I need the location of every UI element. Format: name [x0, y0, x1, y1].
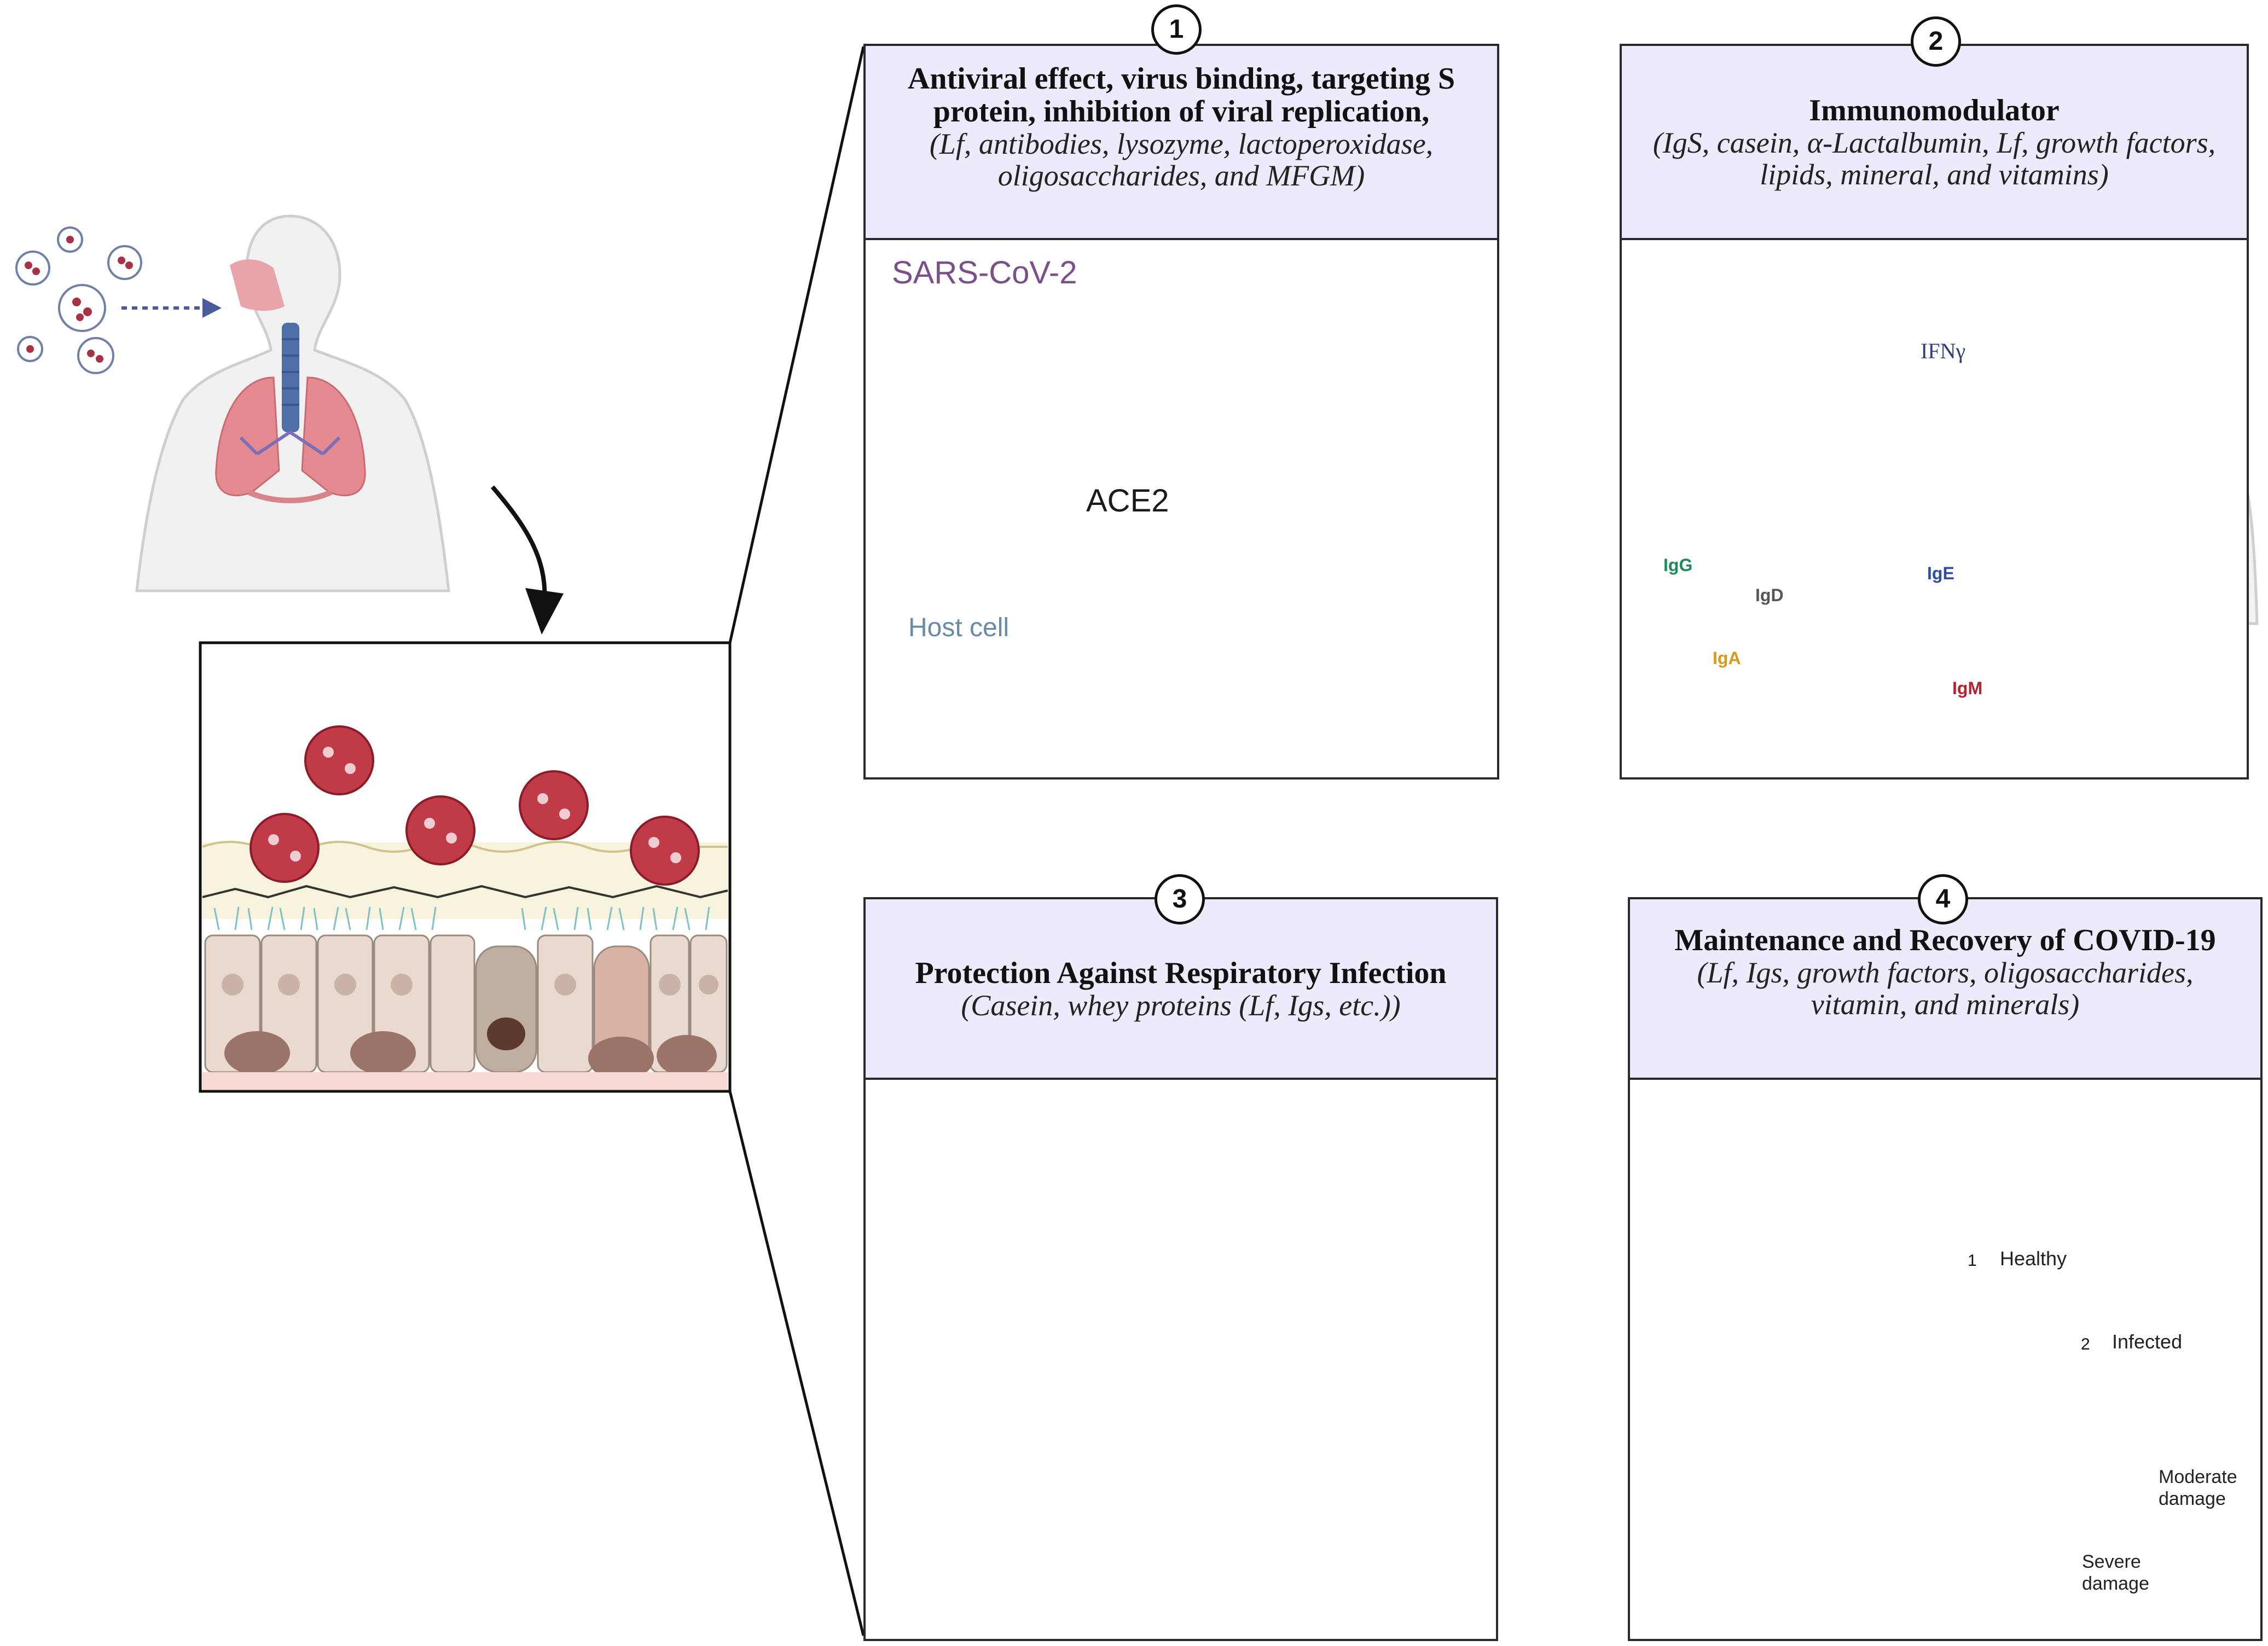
panel-1-number-badge: 1 — [1151, 4, 1202, 55]
droplet-icons — [15, 226, 142, 374]
panel-2-number-badge: 2 — [1911, 16, 1961, 67]
arrow-to-tissue — [490, 485, 547, 602]
panel-2-title: Immunomodulator — [1809, 94, 2060, 127]
panel-4-title: Maintenance and Recovery of COVID-19 — [1674, 923, 2216, 957]
inhalation-figure — [15, 214, 450, 592]
panel-3-header: Protection Against Respiratory Infection… — [866, 899, 1496, 1080]
igd-label: IgD — [1755, 585, 1784, 605]
panel-1-header: Antiviral effect, virus binding, targeti… — [866, 46, 1497, 240]
virus-particles — [250, 725, 700, 886]
stage-2-number: 2 — [2081, 1335, 2090, 1353]
stage-2-label: Infected — [2112, 1330, 2183, 1353]
ifn-gamma-label: IFNγ — [1921, 339, 1966, 363]
stage-4-label: Severe damage — [2082, 1551, 2149, 1594]
panel-4-header: Maintenance and Recovery of COVID-19 (Lf… — [1630, 899, 2260, 1080]
stage-3-number: 3 — [2129, 1481, 2138, 1499]
iga-label: IgA — [1713, 648, 1741, 668]
panel-4-number-badge: 4 — [1918, 874, 1968, 924]
stage-1-number: 1 — [1968, 1252, 1977, 1270]
panel-3-number-badge: 3 — [1155, 874, 1205, 924]
ace2-label: ACE2 — [1086, 483, 1169, 519]
airway-epithelium-illustration — [199, 641, 732, 1093]
panel-2-header: Immunomodulator (IgS, casein, α-Lactalbu… — [1622, 46, 2247, 240]
ige-label: IgE — [1927, 563, 1954, 583]
igg-label: IgG — [1663, 555, 1693, 575]
panel-4-recovery: Maintenance and Recovery of COVID-19 (Lf… — [1628, 897, 2263, 1641]
panel-3-respiratory-protection: Protection Against Respiratory Infection… — [863, 897, 1498, 1641]
panel-3-title: Protection Against Respiratory Infection — [915, 956, 1447, 990]
stage-3-label: Moderate damage — [2159, 1467, 2237, 1509]
panel-1-subtitle: (Lf, antibodies, lysozyme, lactoperoxida… — [929, 127, 1434, 192]
panel-4-subtitle: (Lf, Igs, growth factors, oligosaccharid… — [1697, 956, 2194, 1021]
stage-1-label: Healthy — [2000, 1247, 2067, 1270]
panel-3-subtitle: (Casein, whey proteins (Lf, Igs, etc.)) — [961, 989, 1401, 1022]
panel-2-immunomodulator: Immunomodulator (IgS, casein, α-Lactalbu… — [1620, 44, 2249, 780]
sars-cov-2-label: SARS-CoV-2 — [892, 255, 1077, 290]
panel-2-subtitle: (IgS, casein, α-Lactalbumin, Lf, growth … — [1652, 126, 2216, 191]
igm-label: IgM — [1952, 678, 1983, 698]
panel-1-title: Antiviral effect, virus binding, targeti… — [907, 62, 1455, 129]
host-cell-label: Host cell — [908, 613, 1010, 642]
panel-1-antiviral: Antiviral effect, virus binding, targeti… — [863, 44, 1499, 780]
stage-4-number: 4 — [2050, 1559, 2059, 1577]
